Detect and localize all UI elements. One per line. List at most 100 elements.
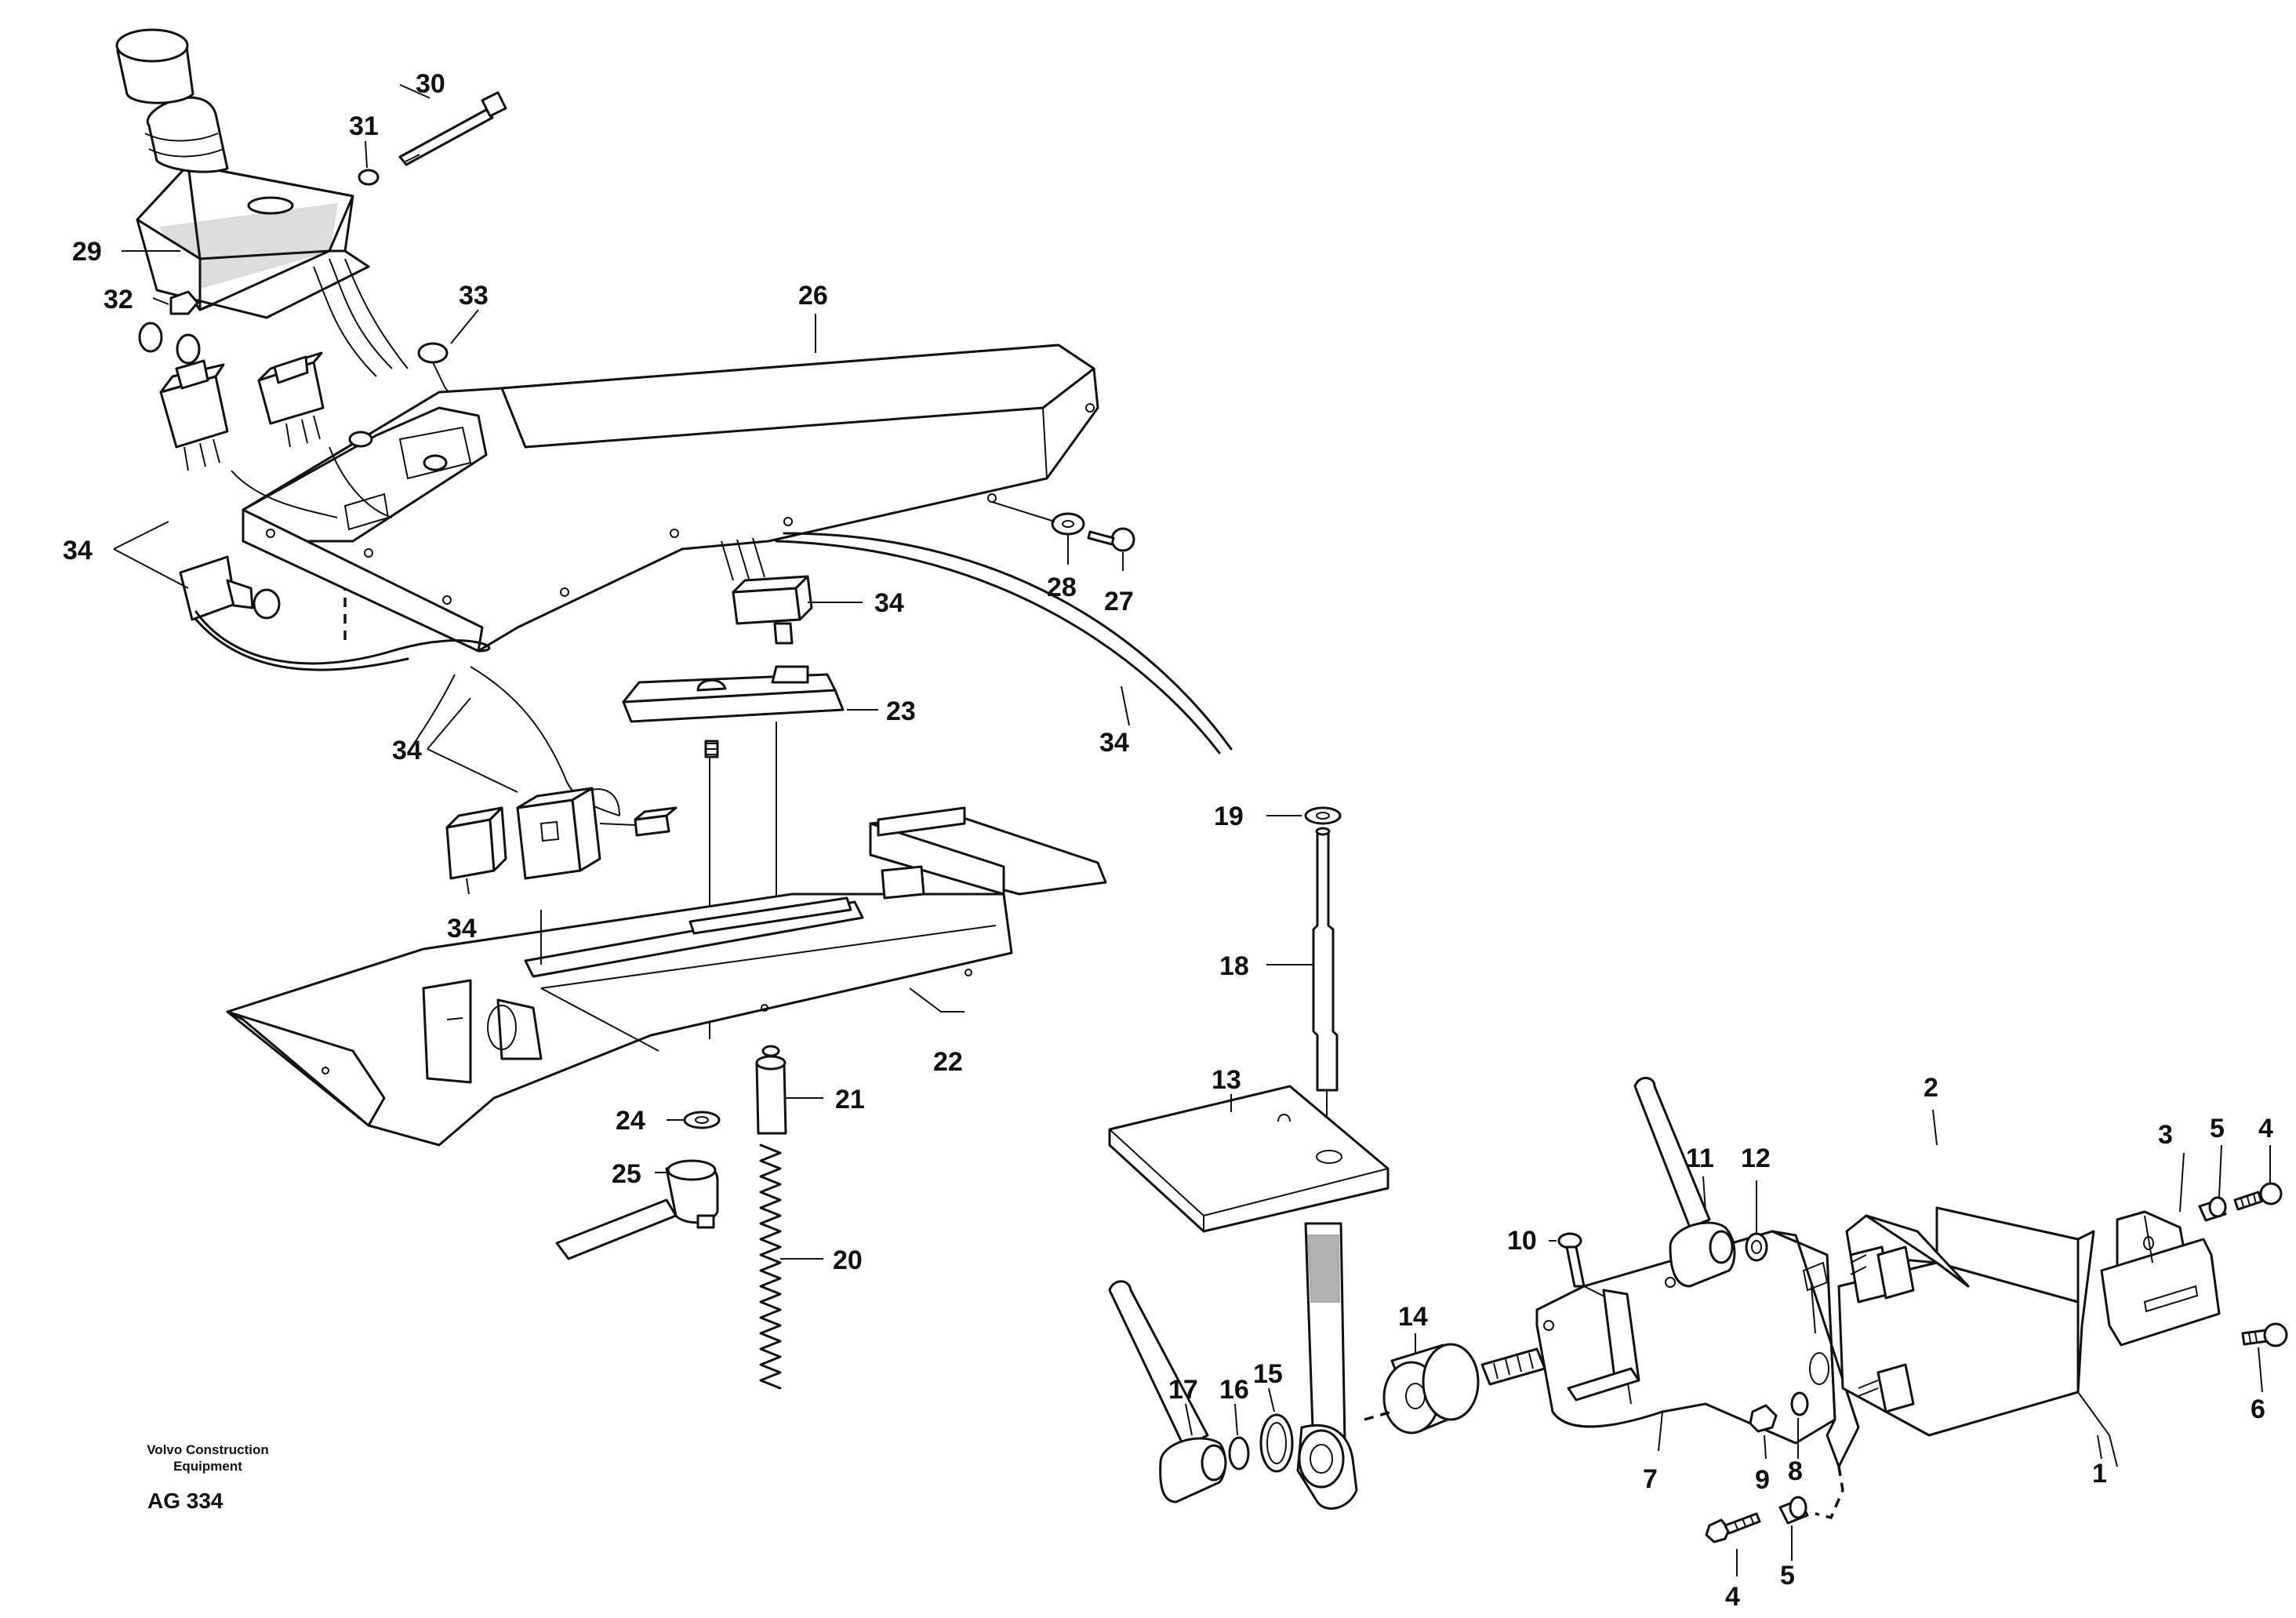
housing-2 bbox=[1837, 1206, 2118, 1467]
callout-25: 25 bbox=[612, 1159, 641, 1189]
leader-33 bbox=[450, 309, 479, 344]
ring-16 bbox=[1228, 1436, 1250, 1471]
callout-11: 11 bbox=[1686, 1144, 1714, 1173]
callout-32: 32 bbox=[104, 285, 133, 315]
callout-27: 27 bbox=[1104, 587, 1134, 616]
washer-24 bbox=[683, 1111, 721, 1129]
leader-16 bbox=[1234, 1403, 1238, 1436]
callout-10: 10 bbox=[1507, 1226, 1537, 1256]
switch-upper-right bbox=[257, 351, 325, 448]
callout-15: 15 bbox=[1253, 1359, 1283, 1389]
nut-9 bbox=[1749, 1404, 1778, 1433]
washer-31 bbox=[358, 169, 380, 186]
lever-17 bbox=[1108, 1280, 1227, 1503]
leader-32 bbox=[152, 297, 169, 305]
lever-11 bbox=[1633, 1077, 1736, 1288]
company-credit: Volvo Construction Equipment bbox=[118, 1442, 298, 1474]
joystick-control bbox=[115, 28, 409, 377]
callout-5-bottom: 5 bbox=[1780, 1561, 1795, 1591]
callout-14: 14 bbox=[1398, 1302, 1428, 1332]
callout-34-group: 34 bbox=[392, 736, 422, 765]
company-line-1: Volvo Construction bbox=[147, 1442, 269, 1457]
callout-20: 20 bbox=[833, 1245, 863, 1275]
callout-4-bottom: 4 bbox=[1725, 1582, 1740, 1612]
leader-34-b bbox=[113, 548, 189, 589]
callout-2: 2 bbox=[1924, 1073, 1938, 1103]
callout-4-top: 4 bbox=[2258, 1114, 2273, 1144]
washer-19 bbox=[1304, 806, 1342, 825]
callout-28: 28 bbox=[1047, 573, 1077, 602]
leader-11 bbox=[1702, 1176, 1706, 1213]
leader-34-c bbox=[427, 748, 518, 793]
leader-30 bbox=[399, 84, 430, 99]
callout-3: 3 bbox=[2158, 1120, 2173, 1150]
leader-34-lower bbox=[466, 878, 470, 895]
bolt-30 bbox=[398, 91, 507, 166]
leader-2 bbox=[1932, 1109, 1938, 1146]
relay-block bbox=[516, 787, 620, 880]
mounting-tray-22 bbox=[226, 806, 1107, 1147]
callout-17: 17 bbox=[1168, 1375, 1198, 1405]
leader-22 bbox=[909, 987, 965, 1013]
washer-8 bbox=[1790, 1391, 1809, 1416]
leader-3 bbox=[2179, 1152, 2185, 1213]
leader-dash-5 bbox=[1815, 1466, 1844, 1520]
switch-upper-left bbox=[138, 322, 229, 471]
console-housing bbox=[231, 344, 1099, 653]
axis-dash bbox=[1364, 1410, 1393, 1421]
callout-12: 12 bbox=[1741, 1144, 1771, 1173]
callout-6: 6 bbox=[2251, 1394, 2265, 1424]
callout-9: 9 bbox=[1755, 1465, 1770, 1495]
callout-7: 7 bbox=[1643, 1464, 1658, 1494]
leader-15 bbox=[1268, 1387, 1275, 1413]
spacer-21 bbox=[755, 1045, 787, 1135]
callout-16: 16 bbox=[1219, 1375, 1249, 1405]
drawing-code: AG 334 bbox=[147, 1489, 223, 1513]
screw-4-top bbox=[2233, 1182, 2283, 1211]
leader-31 bbox=[365, 140, 368, 169]
callout-19: 19 bbox=[1214, 802, 1244, 831]
bracket-7 bbox=[1535, 1230, 1860, 1468]
callout-29: 29 bbox=[72, 237, 102, 267]
callout-34-relay: 34 bbox=[447, 914, 477, 944]
connector-34 bbox=[634, 806, 678, 837]
ring-15 bbox=[1259, 1413, 1294, 1473]
washer-28 bbox=[1051, 512, 1085, 536]
lever-arm bbox=[1296, 1222, 1358, 1510]
callout-18: 18 bbox=[1219, 951, 1249, 981]
callout-5-top: 5 bbox=[2210, 1114, 2225, 1144]
leader-34-cable bbox=[1121, 685, 1130, 726]
callout-30: 30 bbox=[416, 69, 445, 99]
screw-4-bottom bbox=[1705, 1512, 1761, 1543]
callout-31: 31 bbox=[349, 111, 379, 141]
leader-27-28 bbox=[991, 501, 1055, 522]
bracket-23 bbox=[622, 665, 845, 758]
leader-34-a bbox=[113, 521, 169, 550]
callout-23: 23 bbox=[886, 696, 916, 726]
switch-lower-left bbox=[179, 555, 281, 621]
callout-34-switch: 34 bbox=[874, 588, 904, 618]
spacer-5-bottom bbox=[1778, 1496, 1809, 1525]
spring-20 bbox=[759, 1144, 782, 1390]
hub-14 bbox=[1382, 1343, 1546, 1434]
leader-6 bbox=[2258, 1347, 2263, 1393]
leader-7 bbox=[1658, 1411, 1663, 1452]
leader-17 bbox=[1185, 1403, 1193, 1436]
switch-middle bbox=[732, 575, 813, 645]
leader-1 bbox=[2097, 1434, 2102, 1460]
washer-12 bbox=[1745, 1232, 1768, 1262]
screw-6 bbox=[2241, 1322, 2288, 1347]
company-line-2: Equipment bbox=[173, 1459, 242, 1474]
callout-33: 33 bbox=[459, 281, 489, 311]
callout-24: 24 bbox=[616, 1106, 645, 1136]
wire-connector bbox=[599, 823, 636, 826]
callout-26: 26 bbox=[798, 281, 828, 311]
screw-27 bbox=[1087, 527, 1135, 552]
callout-22: 22 bbox=[933, 1047, 963, 1077]
leader-9 bbox=[1764, 1434, 1767, 1460]
nut-32 bbox=[169, 290, 199, 315]
leader-34-d bbox=[427, 697, 471, 750]
callout-13: 13 bbox=[1212, 1065, 1241, 1095]
callout-8: 8 bbox=[1788, 1456, 1803, 1486]
